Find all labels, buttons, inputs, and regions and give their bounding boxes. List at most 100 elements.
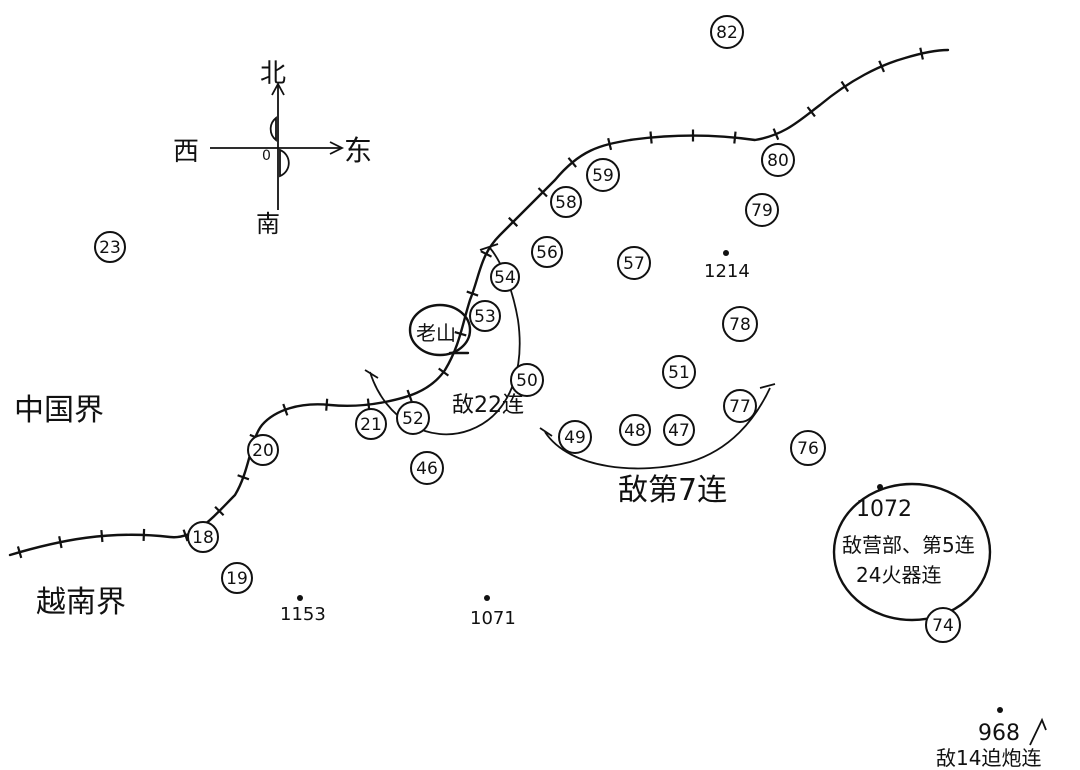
compass-north-label: 北 xyxy=(260,59,286,89)
position-marker-circle xyxy=(247,434,279,466)
china-border-label: 中国界 xyxy=(14,393,104,428)
position-marker-label: 57 xyxy=(623,254,645,274)
position-marker-label: 56 xyxy=(536,243,558,263)
enemy-hq-label-line1: 敌营部、第5连 xyxy=(842,533,975,557)
position-marker-label: 78 xyxy=(729,315,751,335)
border-tick xyxy=(480,250,493,258)
elevation-1072-label: 1072 xyxy=(856,497,912,522)
enemy-7-company-arc xyxy=(544,387,771,470)
position-marker-circle xyxy=(662,355,696,389)
position-marker-23: 23 xyxy=(94,231,126,263)
compass-half-moon-upper xyxy=(269,116,277,142)
border-tick xyxy=(406,389,413,402)
elevation-1071-label: 1071 xyxy=(470,608,516,629)
compass-south-label: 南 xyxy=(256,210,280,238)
position-marker-circle xyxy=(469,300,501,332)
border-tick xyxy=(214,506,225,517)
compass-east-arrow xyxy=(329,141,345,155)
position-marker-79: 79 xyxy=(745,193,779,227)
position-marker-circle xyxy=(221,562,253,594)
compass-east-label: 东 xyxy=(344,134,372,167)
position-marker-circle xyxy=(722,306,758,342)
elevation-968: 968 敌14迫炮连 xyxy=(936,707,1047,770)
position-marker-59: 59 xyxy=(586,158,620,192)
position-marker-label: 82 xyxy=(716,23,738,43)
position-marker-circle xyxy=(550,186,582,218)
enemy-7-arc-end xyxy=(539,427,553,437)
border-tick xyxy=(325,398,329,411)
border-tick xyxy=(840,80,850,93)
border-tick xyxy=(508,216,519,227)
compass: 北 南 东 西 0 xyxy=(173,59,372,238)
position-marker-label: 47 xyxy=(668,421,690,441)
border-tick xyxy=(567,157,577,168)
position-marker-circle xyxy=(531,236,563,268)
border-tick xyxy=(733,131,737,144)
border-tick xyxy=(466,290,479,297)
position-marker-77: 77 xyxy=(723,389,757,423)
position-marker-label: 20 xyxy=(252,441,274,461)
vietnam-border-label: 越南界 xyxy=(36,585,126,620)
position-marker-label: 76 xyxy=(797,439,819,459)
position-marker-circle xyxy=(355,408,387,440)
position-marker-label: 59 xyxy=(592,166,614,186)
position-marker-label: 54 xyxy=(494,268,516,288)
position-marker-label: 80 xyxy=(767,151,789,171)
position-marker-circle xyxy=(396,401,430,435)
border-tick xyxy=(806,106,816,118)
position-marker-58: 58 xyxy=(550,186,582,218)
elevation-1071: 1071 xyxy=(470,595,516,629)
position-marker-20: 20 xyxy=(247,434,279,466)
position-marker-82: 82 xyxy=(710,15,744,49)
border-tick xyxy=(454,331,467,337)
compass-half-moon-lower xyxy=(279,148,290,178)
position-marker-57: 57 xyxy=(617,246,651,280)
position-marker-circle xyxy=(723,389,757,423)
border-tick xyxy=(438,367,450,377)
position-marker-label: 21 xyxy=(360,415,382,435)
position-marker-circle xyxy=(745,193,779,227)
border-tick xyxy=(237,474,250,481)
border-tick xyxy=(282,403,289,416)
position-marker-80: 80 xyxy=(761,143,795,177)
position-marker-76: 76 xyxy=(790,430,826,466)
laoshan-mountain: 老山 xyxy=(408,303,472,357)
enemy-hq-ellipse xyxy=(832,482,992,622)
compass-west-label: 西 xyxy=(173,137,199,167)
elevation-1153-label: 1153 xyxy=(280,604,326,625)
position-marker-46: 46 xyxy=(410,451,444,485)
border-tick xyxy=(58,536,63,549)
position-marker-circle xyxy=(490,262,520,292)
position-marker-circle xyxy=(558,420,592,454)
position-marker-circle xyxy=(790,430,826,466)
position-marker-51: 51 xyxy=(662,355,696,389)
border-tick xyxy=(607,137,613,151)
border-line xyxy=(8,48,950,557)
elevation-1214: 1214 xyxy=(704,250,750,282)
position-marker-74: 74 xyxy=(925,607,961,643)
position-marker-label: 74 xyxy=(932,616,954,636)
border-ticks xyxy=(16,47,924,559)
position-marker-label: 19 xyxy=(226,569,248,589)
enemy-hq-label-line2: 24火器连 xyxy=(856,563,941,587)
position-marker-label: 46 xyxy=(416,459,438,479)
elevation-1072: 1072 xyxy=(856,484,912,522)
position-marker-label: 50 xyxy=(516,371,538,391)
position-marker-49: 49 xyxy=(558,420,592,454)
position-marker-label: 79 xyxy=(751,201,773,221)
elevation-1153: 1153 xyxy=(280,595,326,625)
border-tick xyxy=(878,60,885,73)
enemy-22-company-label: 敌22连 xyxy=(452,393,524,418)
border-tick xyxy=(100,529,104,543)
position-marker-47: 47 xyxy=(663,414,695,446)
position-marker-52: 52 xyxy=(396,401,430,435)
position-marker-label: 52 xyxy=(402,409,424,429)
border-tick xyxy=(16,546,23,559)
position-marker-78: 78 xyxy=(722,306,758,342)
position-marker-54: 54 xyxy=(490,262,520,292)
elevation-968-label: 968 xyxy=(978,721,1020,746)
position-marker-53: 53 xyxy=(469,300,501,332)
